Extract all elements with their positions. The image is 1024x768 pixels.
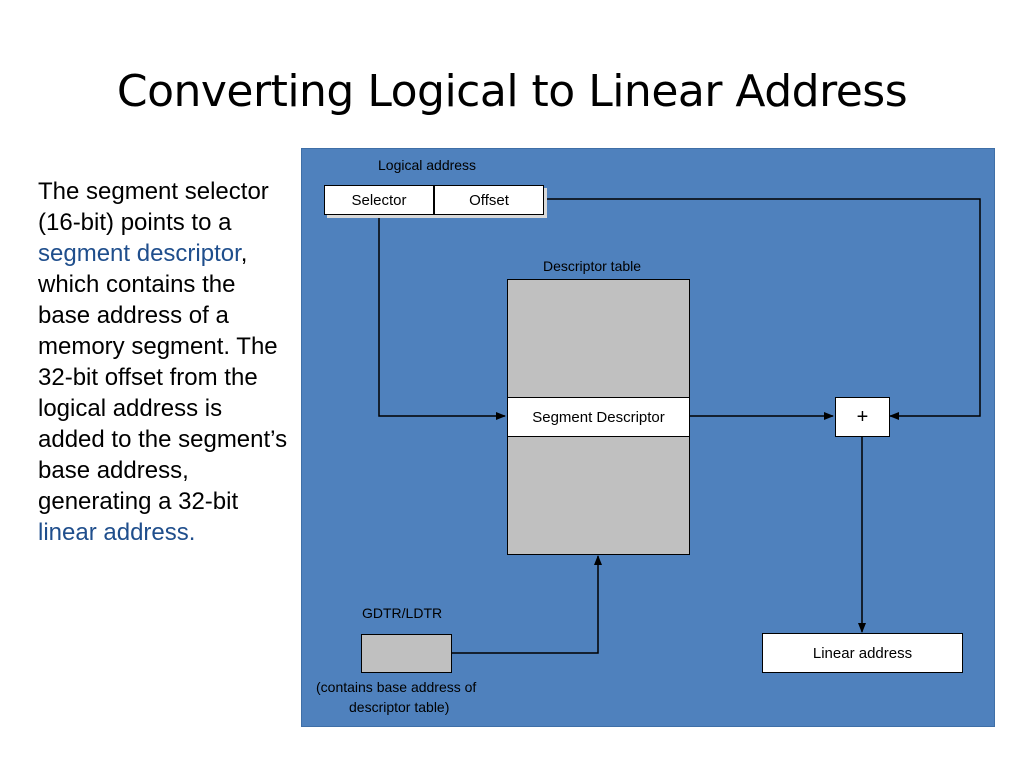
segment-descriptor-entry: Segment Descriptor [507,397,690,437]
selector-field: Selector [324,185,434,215]
selector-label: Selector [351,191,407,209]
gdtr-note-line1: (contains base address of [316,679,477,695]
segment-descriptor-term: segment descriptor [38,240,241,267]
linear-address-label: Linear address [812,644,913,662]
descriptor-table-label: Descriptor table [543,258,642,274]
gdtr-note-line2: descriptor table) [349,699,450,715]
body-text-part2: , which contains the base address of a m… [38,240,288,515]
body-text-part1: The segment selector (16-bit) points to … [38,178,269,236]
address-translation-diagram: Logical address Selector Offset Descript… [302,149,994,726]
segment-descriptor-label: Segment Descriptor [532,408,665,426]
adder-symbol: + [856,405,869,428]
logical-address-label: Logical address [378,157,477,173]
slide-title: Converting Logical to Linear Address [116,66,908,117]
linear-address-box: Linear address [762,633,963,673]
gdtr-to-table-arrow [452,555,602,654]
diagram-connectors [378,198,981,654]
offset-label: Offset [469,191,509,209]
selector-to-descriptor-arrow [378,218,506,420]
gdtr-ldtr-register [361,634,452,673]
adder-box: + [835,397,890,437]
offset-to-adder-arrow [545,198,981,420]
offset-field: Offset [434,185,544,215]
slide-body-text: The segment selector (16-bit) points to … [38,176,288,548]
linear-address-term: linear address. [38,519,196,546]
gdtr-ldtr-label: GDTR/LDTR [362,605,443,621]
